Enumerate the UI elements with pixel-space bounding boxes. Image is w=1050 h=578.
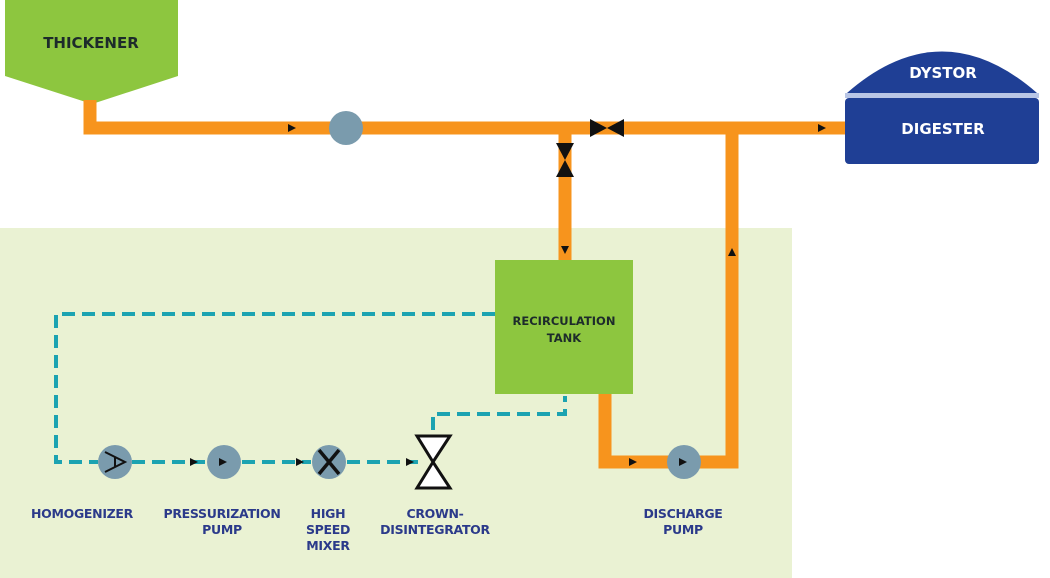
- arrow-down-1: [561, 246, 569, 254]
- high-speed-mixer-label-line3: MIXER: [306, 538, 350, 553]
- recirc-return-path: [54, 312, 495, 464]
- recirc-tank-inlet: [431, 396, 567, 430]
- pipe-flow-arrows: [288, 124, 826, 466]
- digester-bottom-label: DIGESTER: [901, 120, 985, 138]
- thickener-label: THICKENER: [43, 34, 139, 52]
- arrow-right-4: [190, 458, 198, 466]
- arrow-right-6: [406, 458, 414, 466]
- pump-arrow: [219, 458, 227, 466]
- pump-arrow: [679, 458, 687, 466]
- arrow-right-2: [818, 124, 826, 132]
- homogenizer: [98, 445, 132, 479]
- digester-dome: [847, 51, 1037, 93]
- thickener-shape: [5, 0, 178, 104]
- arrow-up-1: [728, 248, 736, 256]
- tank-label-line2: TANK: [547, 331, 582, 345]
- crown-disintegrator-label-line2: DISINTEGRATOR: [380, 522, 490, 537]
- treatment-area: [0, 228, 792, 578]
- recirc-flow-arrows: [190, 458, 414, 466]
- homogenizer-symbol: [104, 451, 128, 473]
- valve-icon: [590, 119, 624, 137]
- pressurization-pump-label-line1: PRESSURIZATION: [163, 506, 280, 521]
- discharge-pump-label-line2: PUMP: [663, 522, 703, 537]
- mixer-cross: [317, 448, 341, 476]
- arrow-right-5: [296, 458, 304, 466]
- tank-box: [495, 260, 633, 394]
- disintegrator-icon: [414, 434, 453, 490]
- horizontal-valve: [590, 119, 624, 137]
- arrow-right-3: [629, 458, 637, 466]
- equipment-labels: HOMOGENIZER PRESSURIZATION PUMP HIGH SPE…: [31, 506, 723, 553]
- high-speed-mixer-label-line1: HIGH: [311, 506, 346, 521]
- transfer-pump-icon: [329, 111, 363, 145]
- crown-disintegrator: [414, 434, 453, 490]
- homogenizer-label: HOMOGENIZER: [31, 506, 134, 521]
- discharge-pump-label-line1: DISCHARGE: [643, 506, 722, 521]
- digester-band: [845, 93, 1039, 98]
- pressurization-pump-label-line2: PUMP: [202, 522, 242, 537]
- crown-disintegrator-label-line1: CROWN-: [406, 506, 463, 521]
- digester-top-label: DYSTOR: [909, 64, 977, 82]
- pipe-thickener-feed: [83, 100, 845, 135]
- recirculation-tank: RECIRCULATION TANK: [495, 260, 633, 394]
- high-speed-mixer: [312, 445, 346, 479]
- vertical-valve: [556, 143, 574, 177]
- valve-icon: [556, 143, 574, 177]
- discharge-pump: [667, 445, 701, 479]
- pressurization-pump: [207, 445, 241, 479]
- high-speed-mixer-label-line2: SPEED: [306, 522, 350, 537]
- tank-label-line1: RECIRCULATION: [513, 314, 616, 328]
- digester-body: [845, 98, 1039, 164]
- arrow-right-1: [288, 124, 296, 132]
- digester: DYSTOR DIGESTER: [845, 51, 1039, 164]
- thickener: THICKENER: [5, 0, 178, 104]
